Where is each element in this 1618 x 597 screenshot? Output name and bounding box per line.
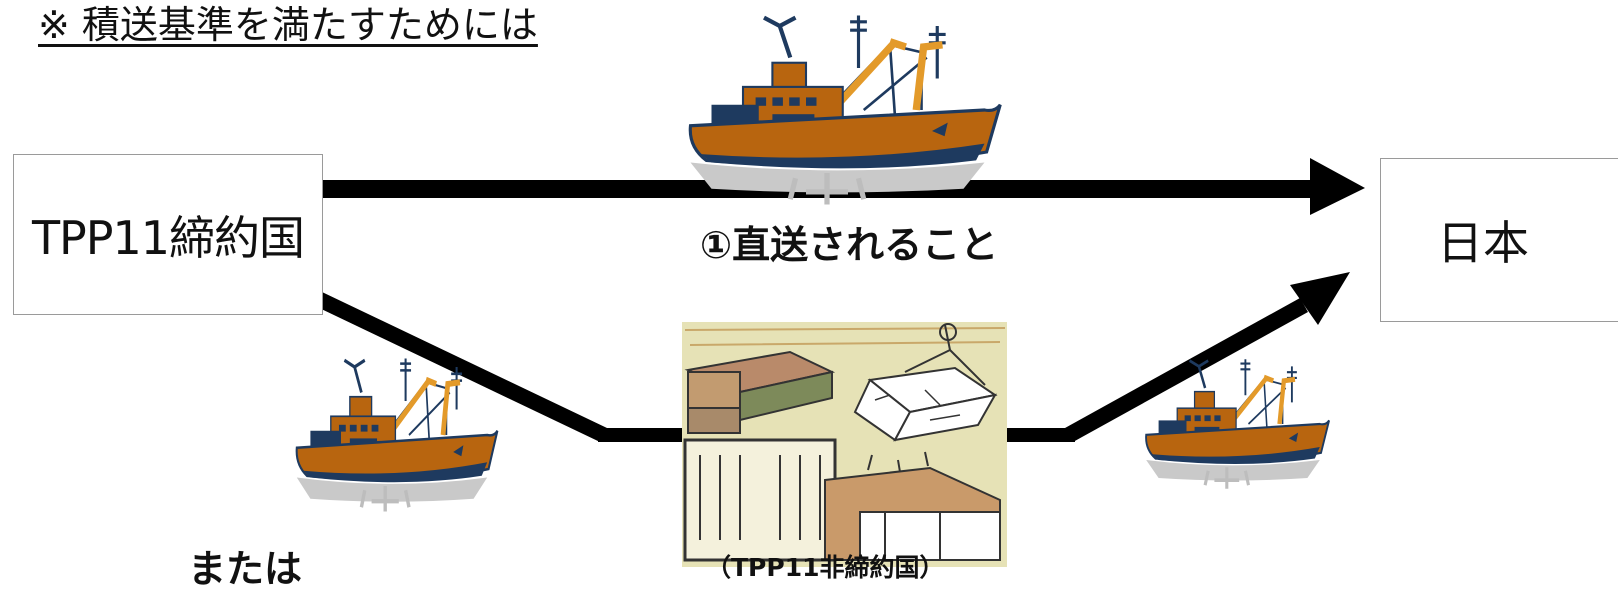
origin-country-label: TPP11締約国 [31, 210, 305, 265]
cargo-ship-icon-left [297, 359, 498, 512]
transit-route-arrow [315, 272, 1350, 442]
destination-country-label: 日本 [1437, 216, 1529, 270]
page-heading: ※ 積送基準を満たすためには [38, 3, 538, 47]
direct-shipment-label: ①直送されること [700, 223, 999, 267]
alternative-route-label: または [188, 547, 303, 591]
cargo-ship-icon-large [690, 16, 1000, 205]
non-party-country-label: （TPP11非締約国） [706, 553, 945, 582]
cargo-crates-illustration [682, 322, 1007, 567]
destination-country-box: 日本 [1380, 158, 1618, 322]
origin-country-box: TPP11締約国 [13, 154, 323, 315]
